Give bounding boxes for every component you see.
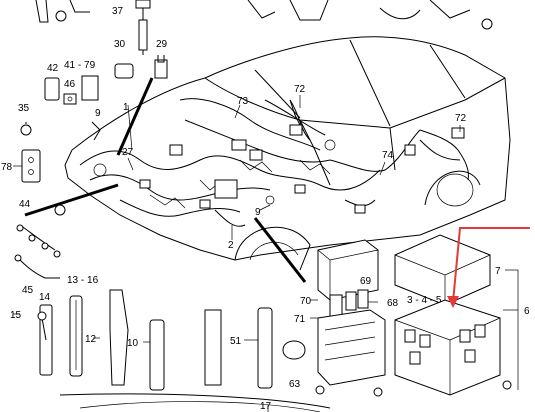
callout-15: 15 — [10, 310, 22, 321]
callout-13-16: 13 - 16 — [67, 275, 99, 286]
callout-78: 78 — [1, 162, 13, 173]
car-body-outline — [59, 36, 511, 412]
callout-3-4-5: 3 - 4 - 5 — [407, 295, 442, 306]
callout-68: 68 — [387, 298, 399, 309]
callout-44: 44 — [19, 199, 31, 210]
callout-63: 63 — [289, 379, 301, 390]
callout-51: 51 — [230, 336, 242, 347]
callout-42: 42 — [47, 63, 59, 74]
callout-17: 17 — [260, 401, 272, 412]
callout-72-right: 72 — [455, 113, 467, 124]
callout-35: 35 — [18, 103, 30, 114]
callout-2: 2 — [228, 240, 234, 251]
callout-46: 46 — [64, 79, 76, 90]
callout-69: 69 — [360, 276, 372, 287]
callout-labels: 37 30 29 42 41 - 79 46 35 9 1 73 72 72 2… — [1, 6, 530, 412]
callout-10: 10 — [127, 338, 139, 349]
fuse-relay-boxes — [282, 234, 512, 397]
callout-7: 7 — [495, 266, 501, 277]
callout-30: 30 — [114, 39, 126, 50]
small-parts-left — [14, 224, 273, 391]
callout-37: 37 — [112, 6, 124, 17]
callout-12: 12 — [85, 334, 97, 345]
leader-strokes — [24, 77, 307, 283]
callout-71: 71 — [294, 314, 306, 325]
engine-room-harness — [79, 98, 461, 227]
callout-74: 74 — [382, 150, 394, 161]
callout-73: 73 — [237, 96, 249, 107]
callout-1: 1 — [123, 102, 129, 113]
small-parts-top — [20, 0, 493, 216]
callout-6: 6 — [524, 306, 530, 317]
rear-harness — [289, 99, 469, 181]
callout-72-top: 72 — [294, 84, 306, 95]
callout-9-mid: 9 — [255, 207, 261, 218]
callout-45: 45 — [22, 285, 34, 296]
callout-14: 14 — [39, 292, 51, 303]
callout-41-79: 41 - 79 — [64, 60, 96, 71]
callout-9-left: 9 — [95, 108, 101, 119]
callout-29: 29 — [156, 39, 168, 50]
highlight-arrow — [447, 227, 530, 308]
callout-27: 27 — [122, 147, 134, 158]
callout-70: 70 — [300, 296, 312, 307]
